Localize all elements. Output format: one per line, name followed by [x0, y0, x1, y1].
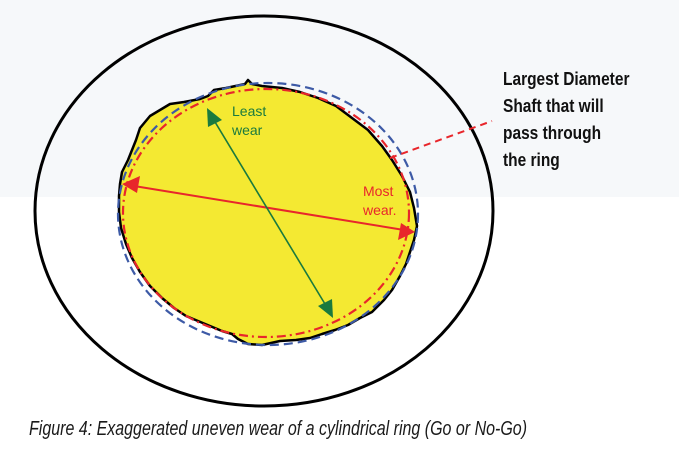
largest-shaft-annotation: Largest Diameter Shaft that will pass th…: [503, 66, 629, 174]
most-wear-arrowhead-left-icon: [122, 176, 140, 193]
annotation-leader-line: [389, 120, 493, 159]
most-wear-arrow-line: [133, 185, 405, 231]
annotation-line: Shaft that will: [503, 96, 604, 116]
most-wear-arrowhead-right-icon: [398, 223, 415, 240]
least-wear-label-line: wear: [232, 122, 263, 138]
original-bore-circle: [116, 81, 420, 347]
most-wear-label: Most wear.: [363, 182, 396, 220]
least-wear-label-line: Least: [232, 103, 267, 119]
outer-ring: [33, 14, 495, 408]
least-wear-arrowhead-top-icon: [207, 108, 222, 127]
worn-bore: [117, 78, 419, 347]
least-wear-arrowhead-bottom-icon: [318, 299, 333, 318]
annotation-line: pass through: [503, 123, 602, 143]
least-wear-arrow-line: [211, 116, 329, 310]
least-wear-label: Least wear: [232, 102, 266, 140]
most-wear-label-line: Most: [363, 183, 394, 199]
annotation-line: Largest Diameter: [503, 69, 630, 89]
annotation-line: the ring: [503, 150, 560, 170]
largest-shaft-circle: [121, 87, 411, 339]
most-wear-label-line: wear.: [363, 202, 397, 218]
figure-caption: Figure 4: Exaggerated uneven wear of a c…: [29, 418, 528, 440]
